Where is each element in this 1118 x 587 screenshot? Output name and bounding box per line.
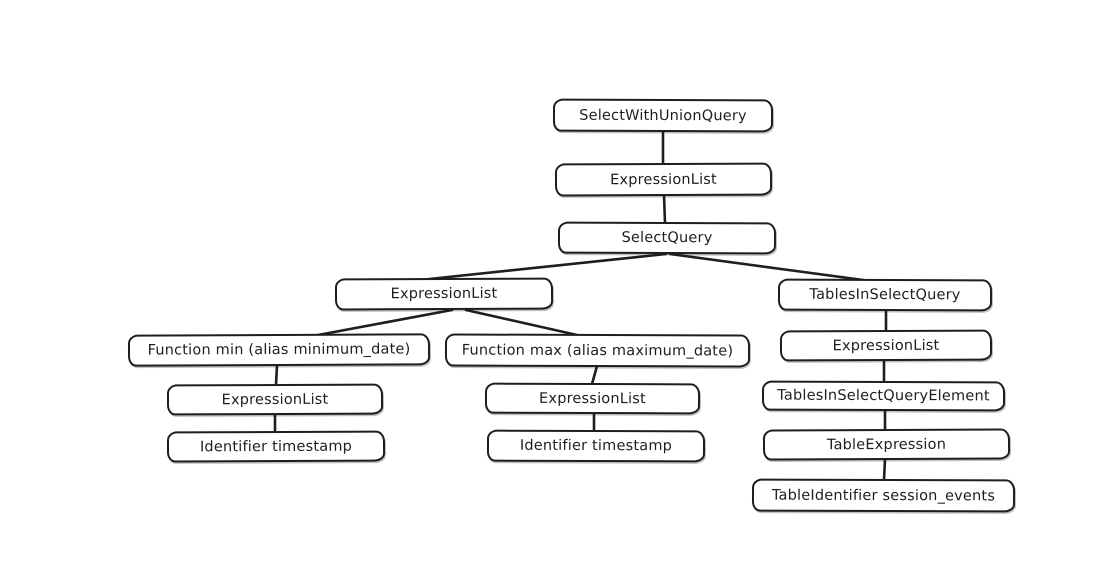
edge-table-expression-to-table-identifier <box>882 457 887 482</box>
tree-node-label: ExpressionList <box>539 390 646 407</box>
tree-node-tables-in-select-query-element: TablesInSelectQueryElement <box>761 380 1006 412</box>
tree-node-label: Function min (alias minimum_date) <box>147 341 411 359</box>
edge-expression-list-root-to-select-query <box>662 193 667 225</box>
edge-select-query-to-expression-list-select <box>418 252 668 282</box>
tree-node-label: ExpressionList <box>610 171 717 188</box>
edge-expression-list-select-to-function-max <box>464 308 579 337</box>
tree-node-select-with-union-query: SelectWithUnionQuery <box>552 98 774 133</box>
tree-node-label: TableExpression <box>826 436 947 453</box>
tree-node-expression-list-select: ExpressionList <box>334 277 554 311</box>
tree-node-label: TablesInSelectQueryElement <box>777 387 990 405</box>
tree-node-label: ExpressionList <box>221 391 329 408</box>
tree-node-identifier-timestamp-max: Identifier timestamp <box>486 429 706 463</box>
tree-node-label: TablesInSelectQuery <box>809 286 961 304</box>
tree-node-table-identifier: TableIdentifier session_events <box>751 478 1016 513</box>
tree-node-expression-list-max: ExpressionList <box>484 382 701 415</box>
edge-expression-list-select-to-function-min <box>316 308 454 337</box>
tree-node-table-expression: TableExpression <box>762 428 1011 461</box>
tree-node-label: ExpressionList <box>832 337 940 354</box>
tree-node-identifier-timestamp-min: Identifier timestamp <box>166 430 386 463</box>
tree-node-label: ExpressionList <box>390 285 498 303</box>
edge-function-min-to-expression-list-min <box>274 363 279 387</box>
tree-node-select-query: SelectQuery <box>557 221 777 255</box>
tree-node-function-max: Function max (alias maximum_date) <box>444 333 751 368</box>
tree-node-function-min: Function min (alias minimum_date) <box>127 333 431 367</box>
edge-select-query-to-tables-in-select-query <box>668 252 880 284</box>
tree-node-expression-list-root: ExpressionList <box>554 162 773 197</box>
tree-node-label: Function max (alias maximum_date) <box>461 342 734 359</box>
tree-node-label: TableIdentifier session_events <box>771 487 996 504</box>
tree-node-label: SelectQuery <box>621 229 713 247</box>
tree-node-label: Identifier timestamp <box>519 437 673 455</box>
tree-node-label: Identifier timestamp <box>199 438 353 455</box>
tree-node-expression-list-tables: ExpressionList <box>779 329 993 362</box>
tree-node-expression-list-min: ExpressionList <box>166 383 384 416</box>
tree-node-tables-in-select-query: TablesInSelectQuery <box>777 278 993 312</box>
edge-function-max-to-expression-list-max <box>590 364 599 386</box>
tree-node-label: SelectWithUnionQuery <box>579 107 747 124</box>
